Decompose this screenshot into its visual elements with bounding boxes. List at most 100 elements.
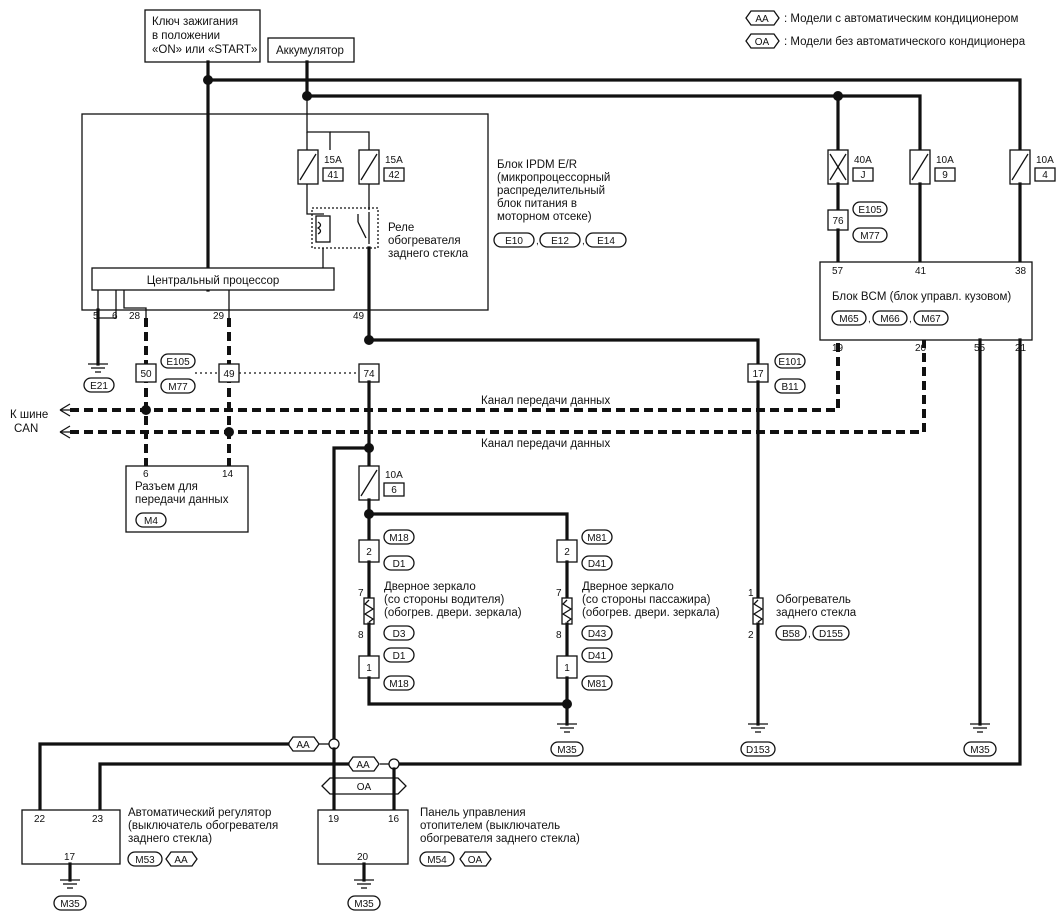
svg-text:20: 20 — [357, 852, 369, 863]
svg-text:обогревателя: обогревателя — [388, 235, 461, 247]
svg-text:M77: M77 — [860, 231, 880, 242]
svg-text:J: J — [861, 170, 866, 181]
svg-text:Дверное зеркало: Дверное зеркало — [582, 581, 674, 593]
svg-text:8: 8 — [556, 630, 562, 641]
svg-text:OA: OA — [755, 37, 770, 48]
svg-text:Реле: Реле — [388, 222, 414, 234]
svg-text:9: 9 — [942, 170, 948, 181]
svg-text:в положении: в положении — [152, 30, 220, 42]
svg-text:D41: D41 — [588, 651, 607, 662]
svg-text:M35: M35 — [354, 899, 374, 910]
can-bus-label: К шине CAN Канал передачи данных Канал п… — [10, 395, 610, 450]
svg-text:20: 20 — [915, 343, 927, 354]
tag-aa-1: AA — [287, 736, 320, 752]
svg-text:E14: E14 — [597, 236, 615, 247]
fuse-41: 15A 41 — [297, 149, 344, 185]
svg-text:8: 8 — [358, 630, 364, 641]
data-link-connector: 6 14 Разъем для передачи данных M4 — [125, 465, 249, 533]
svg-text:(со стороны водителя): (со стороны водителя) — [384, 594, 505, 606]
svg-text:41: 41 — [327, 170, 339, 181]
svg-text:AA: AA — [755, 14, 769, 25]
svg-text:4: 4 — [1042, 170, 1048, 181]
svg-text:Канал передачи данных: Канал передачи данных — [481, 395, 610, 407]
svg-text:6: 6 — [391, 485, 397, 496]
svg-text:отопителем (выключатель: отопителем (выключатель — [420, 820, 560, 832]
svg-text:OA: OA — [357, 782, 372, 793]
svg-text:D155: D155 — [819, 629, 843, 640]
svg-text:19: 19 — [328, 814, 340, 825]
svg-text:23: 23 — [92, 814, 104, 825]
svg-text:Канал передачи данных: Канал передачи данных — [481, 438, 610, 450]
svg-text:5: 5 — [93, 311, 99, 322]
svg-text:заднего стекла: заднего стекла — [388, 248, 469, 260]
svg-text:К шине: К шине — [10, 409, 48, 421]
svg-text:17: 17 — [752, 369, 764, 380]
joint-50: 50 E105 M77 — [135, 353, 196, 394]
svg-text:38: 38 — [1015, 266, 1027, 277]
svg-text:1: 1 — [748, 588, 754, 599]
svg-text:распределительный: распределительный — [497, 185, 605, 197]
rear-window-defogger: 1 2 Обогреватель заднего стекла B58 , D1… — [748, 588, 857, 641]
svg-text:74: 74 — [363, 369, 375, 380]
svg-text:B58: B58 — [782, 629, 800, 640]
svg-text:50: 50 — [140, 369, 152, 380]
svg-text:D1: D1 — [393, 651, 406, 662]
svg-text:M18: M18 — [389, 533, 409, 544]
svg-text:49: 49 — [353, 311, 365, 322]
svg-text:заднего стекла: заднего стекла — [776, 607, 857, 619]
svg-text:M66: M66 — [880, 314, 900, 325]
door-mirror-passenger: 2 M81 D41 7 8 Дверное зеркало (со сторон… — [556, 529, 720, 691]
joint-17: 17 E101 B11 — [747, 353, 806, 394]
svg-text:17: 17 — [64, 852, 76, 863]
svg-text:D153: D153 — [746, 745, 770, 756]
central-processor: Центральный процессор — [91, 267, 335, 291]
svg-text:22: 22 — [34, 814, 46, 825]
bcm-module: 57 41 38 Блок BCM (блок управл. кузовом)… — [819, 261, 1033, 354]
svg-text:D3: D3 — [393, 629, 406, 640]
svg-text:M35: M35 — [557, 745, 577, 756]
svg-text:E12: E12 — [551, 236, 569, 247]
svg-text:M54: M54 — [427, 855, 447, 866]
svg-text:Блок IPDM E/R: Блок IPDM E/R — [497, 159, 577, 171]
svg-text:6: 6 — [112, 311, 118, 322]
svg-text:E21: E21 — [90, 381, 108, 392]
door-mirror-driver: 2 M18 D1 7 8 Дверное зеркало (со стороны… — [358, 529, 522, 691]
svg-text:41: 41 — [915, 266, 927, 277]
svg-text:,: , — [909, 314, 912, 325]
svg-text:1: 1 — [564, 663, 570, 674]
svg-text:E10: E10 — [505, 236, 523, 247]
ground-m35-auto: M35 — [53, 879, 87, 911]
svg-text:,: , — [582, 236, 585, 247]
svg-text:D1: D1 — [393, 559, 406, 570]
svg-text:15A: 15A — [385, 155, 403, 166]
svg-text:M67: M67 — [921, 314, 941, 325]
ground-d153: D153 — [740, 723, 776, 757]
svg-text:10A: 10A — [385, 470, 403, 481]
legend: AA : Модели с автоматическим кондиционер… — [745, 10, 1026, 49]
svg-text:D43: D43 — [588, 629, 607, 640]
svg-text:M81: M81 — [587, 679, 607, 690]
svg-text:Блок BCM (блок управл. кузовом: Блок BCM (блок управл. кузовом) — [832, 291, 1011, 303]
svg-text:E105: E105 — [858, 205, 882, 216]
svg-text:E105: E105 — [166, 357, 190, 368]
svg-text:,: , — [536, 236, 539, 247]
svg-text:обогревателя заднего стекла): обогревателя заднего стекла) — [420, 833, 580, 845]
fuse-42: 15A 42 — [358, 149, 405, 185]
svg-text:M4: M4 — [144, 516, 158, 527]
battery-box: Аккумулятор — [267, 37, 355, 63]
svg-text:76: 76 — [832, 216, 844, 227]
ignition-switch-box: Ключ зажигания в положении «ON» или «STA… — [144, 9, 261, 63]
ground-e21: E21 — [83, 308, 115, 393]
svg-text:Центральный процессор: Центральный процессор — [147, 275, 280, 287]
ground-m35-mirrors: M35 — [550, 723, 584, 757]
svg-text:M35: M35 — [970, 745, 990, 756]
tag-oa: OA — [321, 777, 407, 795]
svg-text:(выключатель обогревателя: (выключатель обогревателя — [128, 820, 278, 832]
svg-text:AA: AA — [174, 855, 188, 866]
svg-text:B11: B11 — [781, 382, 798, 393]
svg-text:OA: OA — [468, 855, 483, 866]
svg-text:Автоматический регулятор: Автоматический регулятор — [128, 807, 271, 819]
svg-text:(обогрев. двери. зеркала): (обогрев. двери. зеркала) — [384, 607, 522, 619]
svg-text:10A: 10A — [936, 155, 954, 166]
